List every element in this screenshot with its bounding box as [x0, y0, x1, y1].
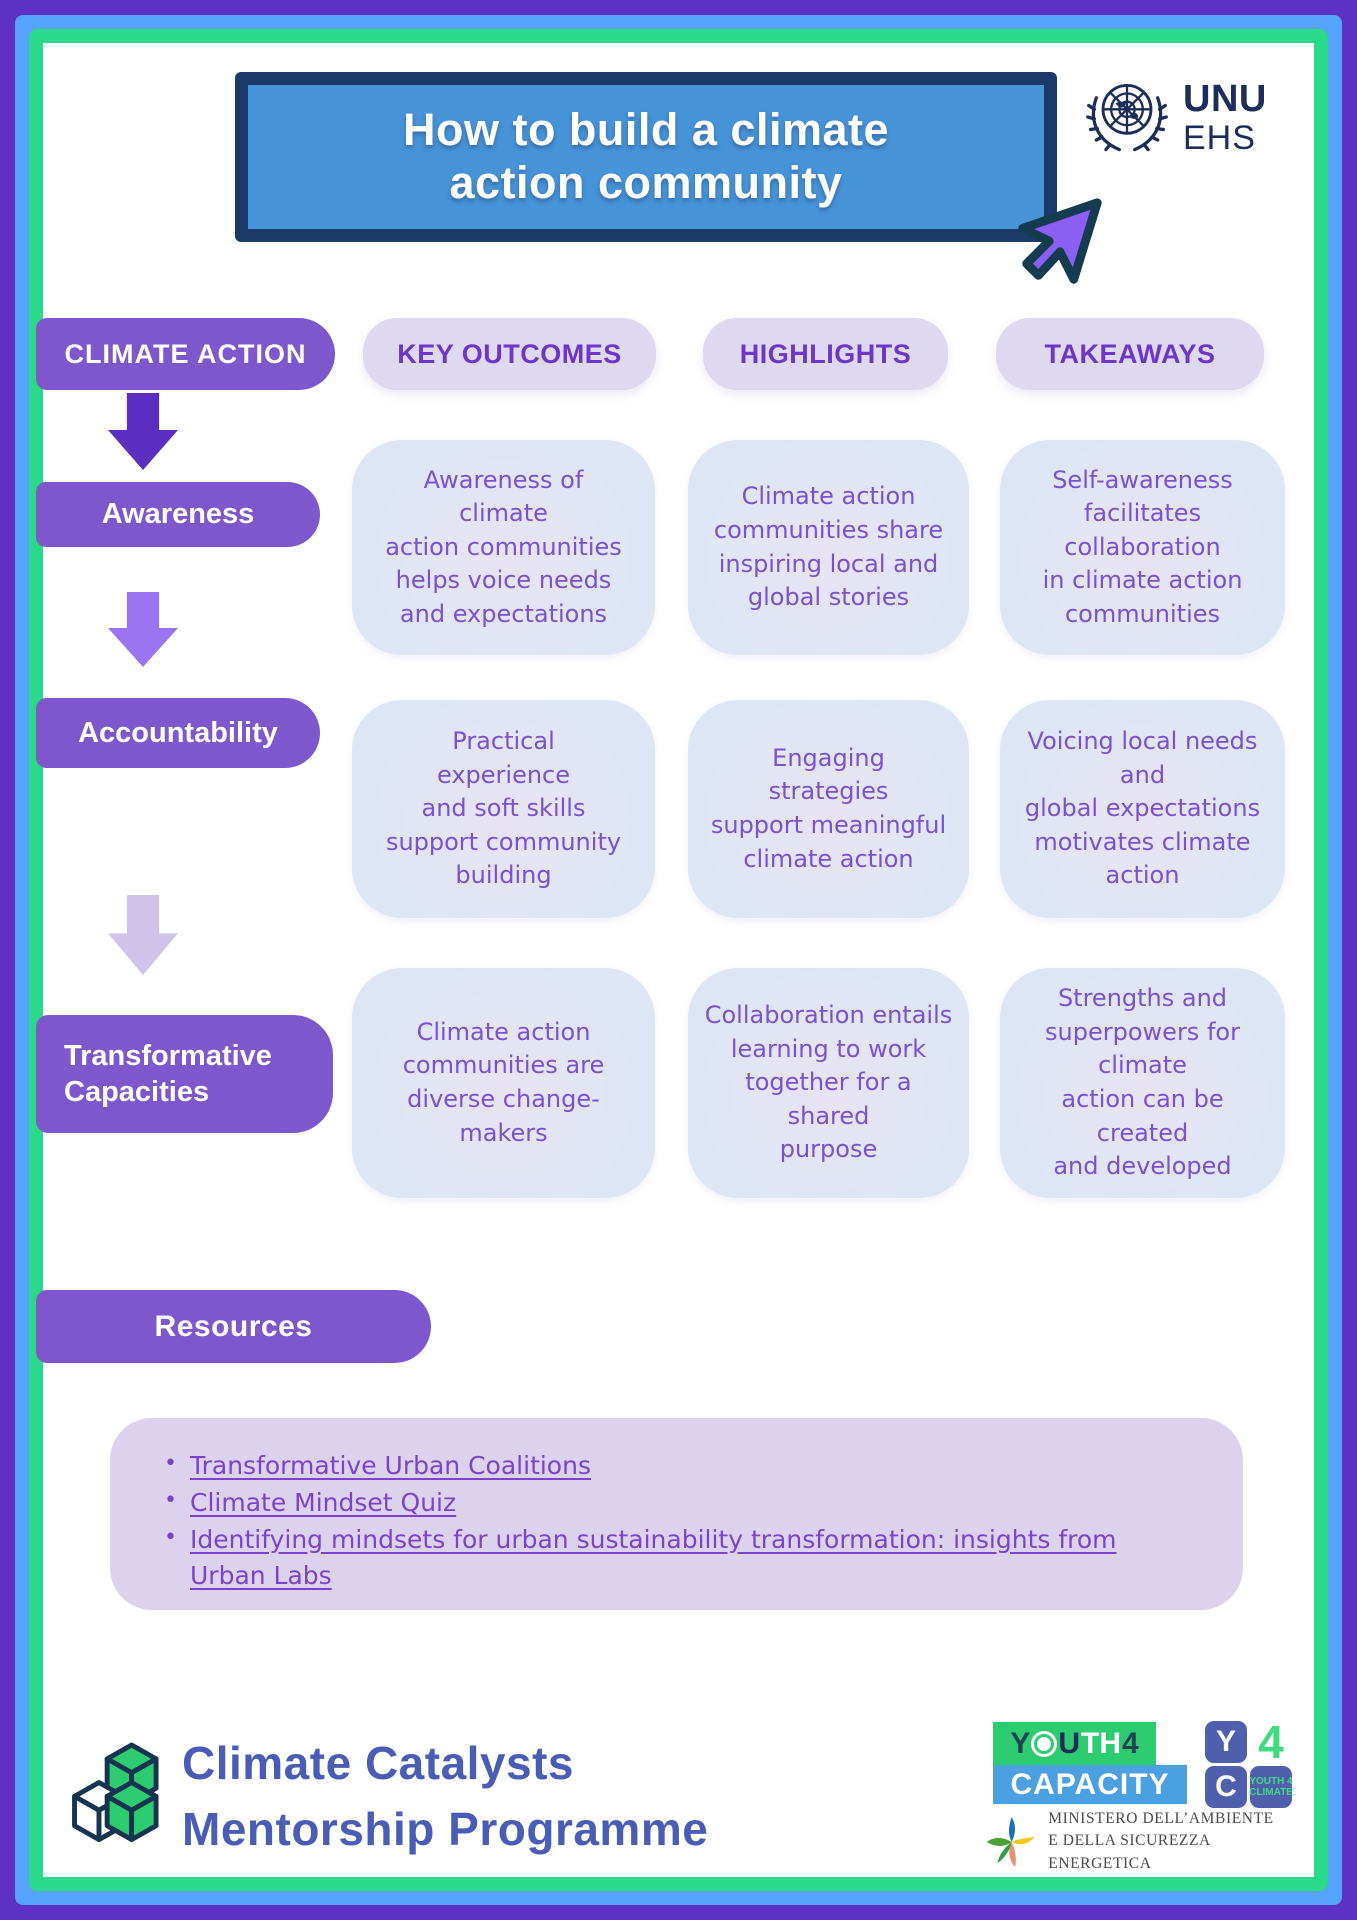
- program-title-line2: Mentorship Programme: [182, 1802, 709, 1855]
- corner-header-climate-action: CLIMATE ACTION: [36, 318, 335, 390]
- unu-ehs-logo: UNU EHS: [1081, 71, 1267, 163]
- unfccc-emblem-icon: [1031, 1730, 1058, 1757]
- ministry-logo: MINISTERO DELL’AMBIENTE E DELLA SICUREZZ…: [985, 1808, 1314, 1875]
- program-title-line1: Climate Catalysts: [182, 1737, 574, 1789]
- resource-link-identifying-mindsets[interactable]: Identifying mindsets for urban sustainab…: [190, 1524, 1117, 1591]
- cubes-logo-icon: [72, 1742, 159, 1843]
- resource-list-item: Climate Mindset Quiz: [156, 1485, 1197, 1522]
- ministry-text-line2: E DELLA SICUREZZA ENERGETICA: [1048, 1832, 1210, 1872]
- unu-logo-org: UNU: [1183, 77, 1267, 120]
- row-header-accountability: Accountability: [36, 698, 320, 768]
- program-title: Climate Catalysts Mentorship Programme: [182, 1731, 708, 1863]
- title-banner: How to build a climate action community: [235, 72, 1057, 242]
- cell-awareness-takeaways: Self-awareness facilitates collaboration…: [1000, 440, 1285, 655]
- resources-box: Transformative Urban Coalitions Climate …: [110, 1418, 1243, 1610]
- resource-link-climate-mindset-quiz[interactable]: Climate Mindset Quiz: [190, 1487, 457, 1517]
- resource-list-item: Transformative Urban Coalitions: [156, 1448, 1197, 1485]
- cell-accountability-takeaways: Voicing local needs and global expectati…: [1000, 700, 1285, 918]
- column-header-takeaways: TAKEAWAYS: [996, 318, 1264, 390]
- cell-awareness-key-outcomes: Awareness of climate action communities …: [352, 440, 655, 655]
- down-arrow-icon: [108, 393, 178, 470]
- page-title-line1: How to build a climate: [402, 104, 890, 156]
- row-header-awareness: Awareness: [36, 482, 320, 547]
- y4c-tile-c: C: [1205, 1766, 1247, 1808]
- un-emblem-icon: [1086, 83, 1168, 152]
- y4c-tile-4: 4: [1258, 1716, 1284, 1768]
- youth4-band: Y U TH 4: [993, 1722, 1156, 1765]
- column-header-key-outcomes: KEY OUTCOMES: [363, 318, 656, 390]
- y4c-tile-label: YOUTH 4 CLIMATE: [1249, 1766, 1293, 1808]
- cell-accountability-highlights: Engaging strategies support meaningful c…: [688, 700, 969, 918]
- y4c-monogram-logo: Y 4 C YOUTH 4 CLIMATE: [1205, 1716, 1293, 1809]
- youth4capacity-logo: Y U TH 4 CAPACITY: [993, 1722, 1189, 1804]
- ministry-text-line1: MINISTERO DELL’AMBIENTE: [1048, 1810, 1274, 1827]
- capacity-band: CAPACITY: [993, 1765, 1187, 1804]
- page-title-line2: action community: [449, 157, 843, 208]
- resource-link-transformative-urban-coalitions[interactable]: Transformative Urban Coalitions: [190, 1451, 591, 1480]
- cursor-icon: [1018, 198, 1102, 284]
- cell-transformative-takeaways: Strengths and superpowers for climate ac…: [1000, 968, 1285, 1198]
- down-arrow-icon: [108, 592, 178, 667]
- unu-logo-sub: EHS: [1183, 118, 1256, 157]
- row-header-transformative-capacities: Transformative Capacities: [36, 1015, 333, 1133]
- down-arrow-icon: [108, 895, 178, 975]
- column-header-highlights: HIGHLIGHTS: [703, 318, 948, 390]
- y4c-tile-y: Y: [1205, 1721, 1247, 1763]
- cell-awareness-highlights: Climate action communities share inspiri…: [688, 440, 969, 655]
- cell-accountability-key-outcomes: Practical experience and soft skills sup…: [352, 700, 655, 918]
- ministry-star-icon: [986, 1816, 1035, 1867]
- cell-transformative-highlights: Collaboration entails learning to work t…: [688, 968, 969, 1198]
- resources-header: Resources: [36, 1290, 431, 1363]
- cell-transformative-key-outcomes: Climate action communities are diverse c…: [352, 968, 655, 1198]
- poster-content: How to build a climate action community: [36, 43, 1314, 1877]
- resource-list-item: Identifying mindsets for urban sustainab…: [156, 1522, 1197, 1596]
